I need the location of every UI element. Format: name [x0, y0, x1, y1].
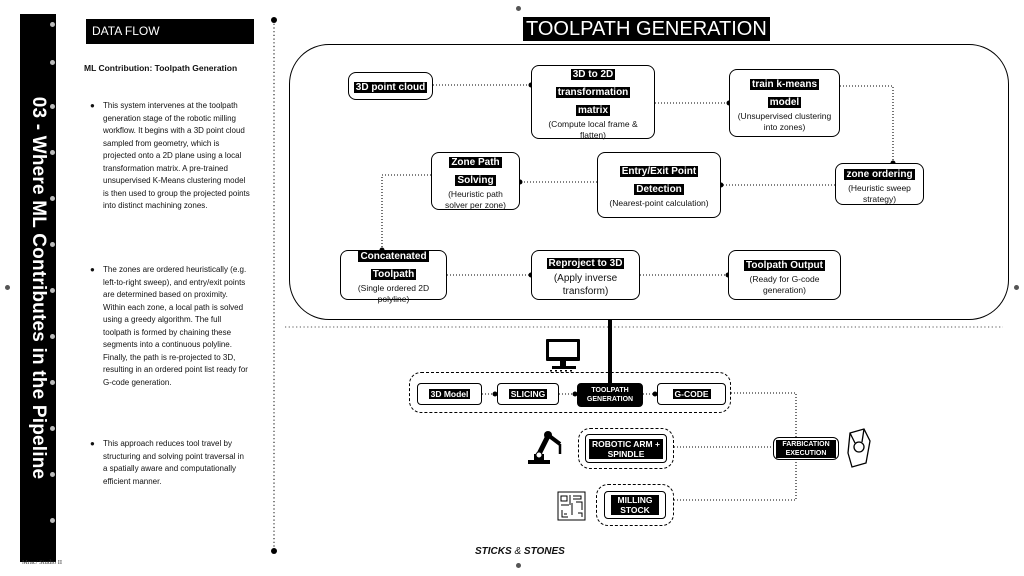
bullet-dot: ●	[90, 101, 95, 110]
node-subtitle: (Single ordered 2D polyline)	[357, 282, 430, 304]
node-title: Zone Path Solving	[449, 156, 502, 186]
bullet-text: The zones are ordered heuristically (e.g…	[103, 265, 248, 387]
bullet-text: This approach reduces tool travel by str…	[103, 439, 244, 486]
node-subtitle: (Heuristic sweep strategy)	[848, 182, 911, 204]
node-title: 3D point cloud	[353, 82, 428, 93]
pill-label: TOOLPATH GENERATION	[578, 386, 642, 404]
node-point-cloud: 3D point cloud	[348, 72, 433, 100]
pipeline-slicing: SLICING	[497, 383, 559, 405]
section-tag: DATA FLOW	[86, 19, 254, 44]
milling-stock-icon	[557, 491, 586, 521]
bullet-dot: ●	[90, 439, 95, 448]
brand-amp: &	[511, 546, 524, 557]
brand-word: STONES	[523, 546, 565, 557]
pipeline-toolpath-generation: TOOLPATH GENERATION	[577, 383, 643, 407]
decor-dot	[50, 334, 55, 339]
main-title: TOOLPATH GENERATION	[523, 17, 770, 41]
footer-credit: Mrac/ Studio II	[22, 559, 63, 566]
decor-dot	[50, 22, 55, 27]
node-subtitle: (Nearest-point calculation)	[609, 198, 709, 208]
robotic-arm-icon	[528, 431, 562, 464]
subtitle: ML Contribution: Toolpath Generation	[84, 63, 238, 73]
pipeline-robotic-arm: ROBOTIC ARM + SPINDLE	[585, 434, 667, 463]
node-concatenated: Concatenated Toolpath (Single ordered 2D…	[340, 250, 447, 304]
bullet-item: ● The zones are ordered heuristically (e…	[90, 264, 250, 389]
decor-dot	[50, 288, 55, 293]
decor-dot	[50, 472, 55, 477]
node-title: Toolpath Output	[743, 259, 825, 271]
node-title: 3D to 2D transformation matrix	[555, 68, 631, 116]
pipeline-group	[409, 372, 731, 413]
bullet-text: This system intervenes at the toolpath g…	[103, 101, 250, 210]
node-transform: 3D to 2D transformation matrix (Compute …	[531, 65, 655, 140]
divider-end-dot	[271, 548, 277, 554]
pipeline-fabrication: FARBICATION EXECUTION	[773, 437, 839, 460]
pipeline-3d-model: 3D Model	[417, 383, 482, 405]
toolpath-frame	[289, 44, 1009, 320]
node-zone-path: Zone Path Solving (Heuristic path solver…	[431, 152, 520, 210]
node-title: Entry/Exit Point Detection	[619, 166, 699, 195]
decor-dot	[1014, 285, 1019, 290]
node-subtitle: (Unsupervised clustering into zones)	[737, 110, 832, 132]
node-entry-exit: Entry/Exit Point Detection (Nearest-poin…	[597, 152, 721, 218]
pill-label: G-CODE	[672, 389, 711, 399]
decor-dot	[516, 563, 521, 568]
decor-dot	[50, 196, 55, 201]
decor-dot	[5, 285, 10, 290]
pill-label: FARBICATION EXECUTION	[776, 439, 836, 458]
fabricated-part-icon	[847, 428, 871, 468]
node-subtitle: (Ready for G-code generation)	[749, 273, 820, 295]
bullet-item: ● This approach reduces tool travel by s…	[90, 438, 250, 488]
node-title: Concatenated Toolpath	[358, 250, 429, 280]
node-zone-ordering: zone ordering (Heuristic sweep strategy)	[835, 163, 924, 205]
node-subtitle: (Compute local frame & flatten)	[548, 118, 638, 140]
pipeline-gcode: G-CODE	[657, 383, 726, 405]
pill-label: 3D Model	[428, 389, 471, 399]
node-title: zone ordering	[844, 168, 915, 180]
pipeline-milling-stock: MILLING STOCK	[604, 491, 666, 519]
node-reproject: Reproject to 3D (Apply inverse transform…	[531, 250, 640, 300]
stock-group	[596, 484, 674, 526]
bullet-dot: ●	[90, 265, 95, 274]
flow-connectors	[381, 84, 894, 501]
robot-group	[578, 428, 674, 469]
pill-label: SLICING	[508, 389, 548, 399]
brand-word: STICKS	[475, 546, 512, 557]
divider-end-dot	[271, 17, 277, 23]
footer-brand: STICKS & STONES	[475, 546, 565, 557]
pill-label: MILLING STOCK	[611, 495, 659, 515]
pill-label: ROBOTIC ARM + SPINDLE	[589, 438, 663, 459]
bullet-item: ● This system intervenes at the toolpath…	[90, 100, 250, 213]
node-subtitle: (Apply inverse transform)	[553, 272, 618, 297]
node-toolpath-output: Toolpath Output (Ready for G-code genera…	[728, 250, 841, 300]
decor-dot	[50, 60, 55, 65]
decor-dot	[516, 6, 521, 11]
node-kmeans: train k-means model (Unsupervised cluste…	[729, 69, 840, 137]
computer-icon	[546, 339, 580, 372]
node-title: Reproject to 3D	[546, 257, 625, 269]
decor-dot	[50, 518, 55, 523]
node-subtitle: (Heuristic path solver per zone)	[445, 188, 506, 210]
decor-dot	[50, 242, 55, 247]
decor-dot	[50, 150, 55, 155]
decor-dot	[50, 104, 55, 109]
decor-dot	[50, 380, 55, 385]
node-title: train k-means model	[749, 78, 820, 108]
decor-dot	[50, 426, 55, 431]
